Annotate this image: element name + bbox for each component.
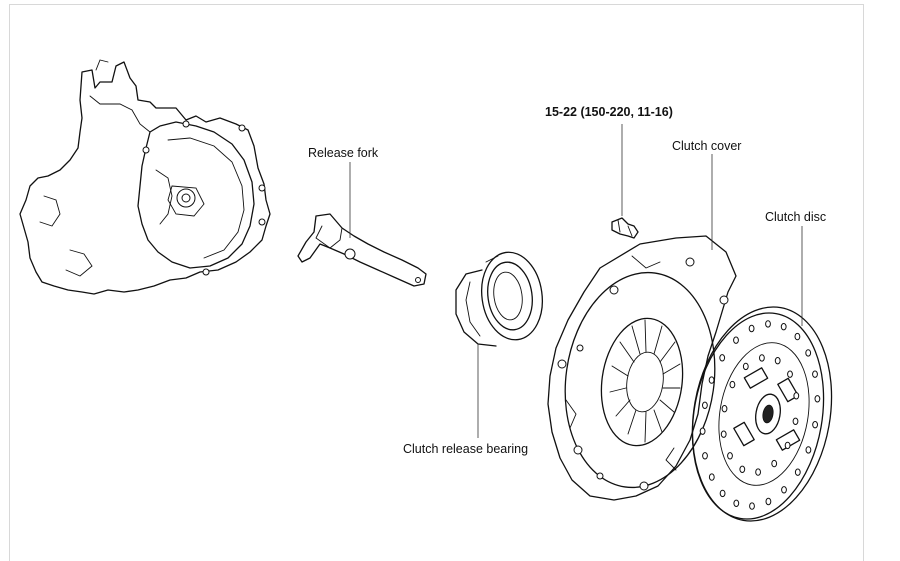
rivet-hole — [805, 349, 812, 357]
rivet-hole — [702, 452, 708, 460]
rivet-hole — [729, 380, 736, 389]
clutch-disc — [691, 306, 833, 522]
rivet-hole — [793, 392, 800, 400]
label-clutch-release-bearing: Clutch release bearing — [403, 442, 528, 456]
release-fork — [297, 213, 427, 287]
label-release-fork: Release fork — [308, 146, 379, 160]
rivet-hole — [699, 427, 706, 435]
rivet-hole — [814, 395, 821, 403]
rivet-hole — [702, 401, 708, 409]
rivet-hole — [708, 376, 715, 384]
pressure-plate-bolt — [611, 217, 639, 239]
rivet-hole — [749, 502, 755, 510]
rivet-hole — [748, 324, 755, 333]
clutch-release-bearing — [455, 251, 543, 347]
disc-rivets — [699, 320, 821, 510]
rivet-hole — [739, 465, 746, 473]
transaxle-housing — [19, 59, 271, 295]
damper-springs — [733, 367, 801, 451]
rivet-hole — [812, 421, 818, 429]
rivet-hole — [792, 417, 799, 425]
rivet-hole — [759, 354, 765, 362]
rivet-hole — [733, 336, 739, 344]
diagram-frame — [9, 4, 864, 561]
rivet-hole — [755, 468, 761, 476]
rivet-hole — [719, 489, 726, 498]
rivet-hole — [774, 357, 781, 365]
rivet-hole — [765, 497, 772, 506]
rivet-hole — [742, 362, 749, 371]
label-clutch-disc: Clutch disc — [765, 210, 826, 224]
rivet-hole — [771, 459, 778, 468]
leader-lines — [349, 124, 803, 438]
rivet-hole — [794, 332, 801, 341]
rivet-hole — [719, 354, 726, 362]
rivet-hole — [787, 370, 793, 378]
rivet-hole — [720, 430, 727, 438]
rivet-hole — [794, 468, 801, 476]
rivet-hole — [733, 499, 740, 507]
rivet-hole — [812, 370, 818, 378]
rivet-hole — [784, 441, 791, 450]
rivet-hole — [721, 405, 728, 413]
rivet-hole — [781, 486, 787, 494]
rivet-hole — [765, 320, 771, 328]
rivet-hole — [708, 473, 715, 481]
label-clutch-cover: Clutch cover — [672, 139, 741, 153]
rivet-hole — [780, 323, 787, 331]
label-torque-spec: 15-22 (150-220, 11-16) — [545, 105, 673, 119]
rivet-hole — [805, 446, 812, 454]
clutch-cover — [547, 235, 737, 501]
rivet-hole — [727, 452, 733, 460]
